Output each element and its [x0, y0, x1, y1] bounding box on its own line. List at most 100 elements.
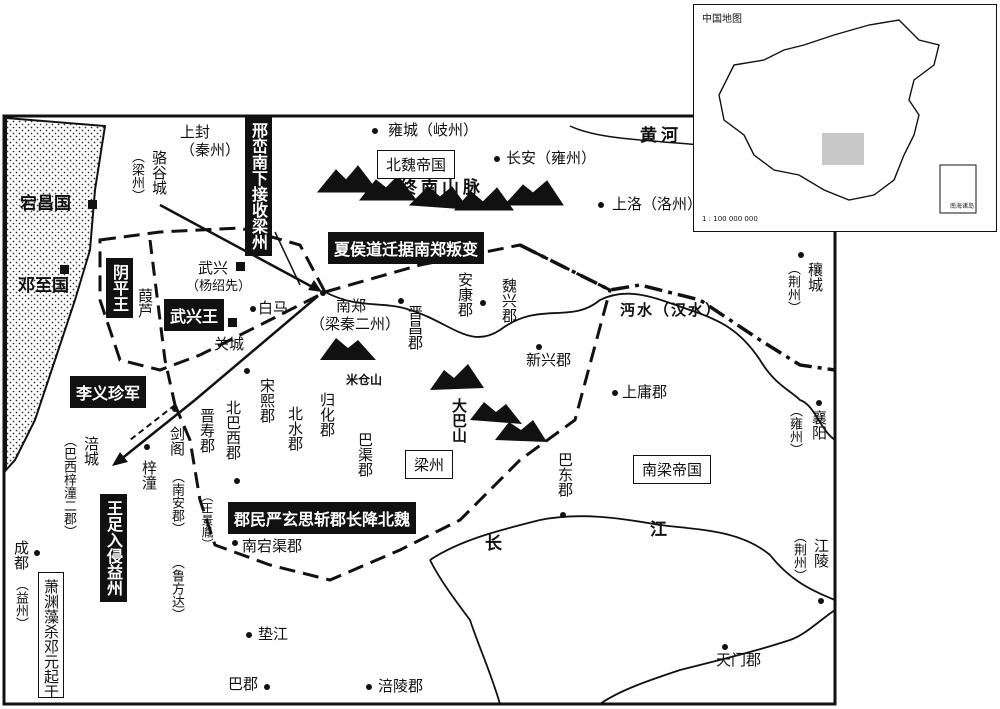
dangchang-marker: [88, 200, 97, 209]
place-yongzhou: （雍州）: [787, 404, 802, 456]
changjiang-label-1: 长: [485, 534, 502, 554]
event-junmin: 郡民严玄思斩郡长降北魏: [228, 502, 417, 534]
place-wangjingyin: （王景胤）: [200, 490, 214, 550]
place-wuxing: 武兴: [198, 259, 229, 277]
marker-xiangyang: [816, 400, 822, 406]
place-nanzheng: 南郑: [336, 297, 367, 315]
place-weixing: 魏兴郡: [500, 278, 518, 323]
event-wangzu: 王足入侵益州: [100, 494, 127, 602]
marker-fuling: [366, 684, 372, 690]
event-wuxingwang: 武兴王: [164, 299, 225, 331]
marker-xinxing: [536, 344, 542, 350]
place-chengdu: 成都: [12, 540, 30, 570]
place-jingzhou1: （荆州）: [785, 262, 800, 314]
nanliang-label: 南梁帝国: [633, 455, 712, 484]
qinling-mountains: [316, 165, 564, 211]
place-beibaxi: 北巴西郡: [224, 400, 242, 460]
marker-nanyanqu: [232, 540, 238, 546]
place-fucheng: 涪城: [82, 436, 100, 466]
place-jiange: 剑阁: [168, 426, 186, 456]
marker-shangluo: [598, 202, 604, 208]
marker-jiangling: [818, 598, 824, 604]
inset-title: 中国地图: [702, 14, 742, 25]
marker-bajun: [264, 684, 270, 690]
huanghe-label: 黄河: [640, 126, 682, 146]
marker-wuxing: [236, 262, 245, 271]
daba-label: 大巴山: [450, 398, 468, 443]
place-guancheng: 关城: [214, 335, 245, 353]
place-jinchang: 晋昌郡: [406, 305, 424, 350]
place-ankang: 安康郡: [456, 272, 474, 317]
marker-beibaxi: [234, 478, 240, 484]
marker-rangcheng: [798, 252, 804, 258]
place-rangcheng: 穰城: [806, 262, 824, 292]
marker-yongcheng: [372, 128, 378, 134]
place-dianjiang: 垫江: [258, 625, 289, 643]
place-baqu: 巴渠郡: [356, 432, 374, 477]
marker-shangyong: [612, 390, 618, 396]
nanhai-label: 南海诸岛: [950, 203, 975, 210]
inset-map: 中国地图 1 : 100 000 000 南海诸岛: [693, 4, 997, 232]
place-fuling: 涪陵郡: [378, 677, 424, 695]
place-xiabian: 葭芦: [136, 288, 154, 318]
place-guihua: 归化郡: [318, 392, 336, 437]
place-yizhou: （益州）: [13, 578, 28, 630]
place-jiangling: 江陵: [812, 538, 830, 568]
place-xinxing: 新兴郡: [526, 351, 572, 369]
dengzhi-label: 邓至国: [18, 276, 69, 296]
inset-scale: 1 : 100 000 000: [702, 215, 758, 223]
place-changan: 长安（雍州）: [506, 149, 597, 167]
event-xiaoyuan: 萧渊藻杀邓元起于此: [38, 572, 64, 698]
qinling-label: 终南山脉: [400, 178, 484, 198]
liangzhou-label: 梁州: [405, 450, 454, 479]
event-xiahou: 夏侯道迁据南郑叛变: [328, 232, 485, 264]
marker-changan: [494, 156, 500, 162]
place-badong: 巴东郡: [556, 452, 574, 497]
place-yongcheng: 雍城（岐州）: [388, 121, 479, 139]
place-bajun: 巴郡: [228, 675, 259, 693]
arrow-liyizhen: [194, 295, 319, 401]
place-liangzhou-small: （梁州）: [129, 150, 144, 202]
marker-jiange: [172, 406, 178, 412]
marker-jinchang: [398, 298, 404, 304]
map-frame: [2, 114, 837, 706]
marker-zitong: [144, 444, 150, 450]
event-yinping: 阴平王: [106, 258, 133, 318]
dengzhi-marker: [60, 265, 69, 274]
place-lufangda: （鲁方达）: [169, 556, 184, 621]
place-luogu: 骆谷城: [150, 150, 168, 195]
place-nanyanqu: 南宕渠郡: [242, 537, 303, 555]
marker-dianjiang: [246, 632, 252, 638]
place-shangfeng: 上封: [180, 123, 211, 141]
border-north-south: [519, 243, 836, 372]
yangtze-west: [429, 559, 501, 705]
marker-baima: [250, 306, 256, 312]
event-xingluan: 邢峦南下接收梁州: [245, 116, 272, 256]
arrow-xingluan: [159, 203, 319, 292]
marker-badong: [560, 512, 566, 518]
micang-mountains: [320, 338, 376, 360]
marker-guancheng: [228, 318, 237, 327]
place-jinshou: 晋寿郡: [198, 408, 216, 453]
place-xiangyang: 襄阳: [810, 410, 828, 440]
marker-tianmen: [722, 644, 728, 650]
place-liangqin: （梁秦二州）: [310, 315, 401, 333]
yangtze-upper: [429, 515, 836, 601]
marker-chengdu: [34, 550, 40, 556]
daba-mountains: [430, 364, 547, 442]
micang-label: 米仓山: [346, 373, 383, 387]
marker-songxi: [244, 368, 250, 374]
place-baima: 白马: [258, 299, 289, 317]
dangchang-label: 宕昌国: [20, 194, 71, 214]
place-tianmen: 天门郡: [716, 651, 762, 669]
liangzhou-boundary: [173, 243, 612, 582]
place-jingzhou2: （荆州）: [791, 530, 806, 582]
place-baxi: （巴西梓潼二郡）: [61, 434, 76, 538]
highlight-region: [822, 133, 864, 165]
place-shangluo: 上洛（洛州）: [612, 195, 703, 213]
event-liyizhen: 李义珍军: [70, 376, 147, 408]
china-outline: [718, 19, 977, 214]
western-territory: [5, 116, 107, 473]
